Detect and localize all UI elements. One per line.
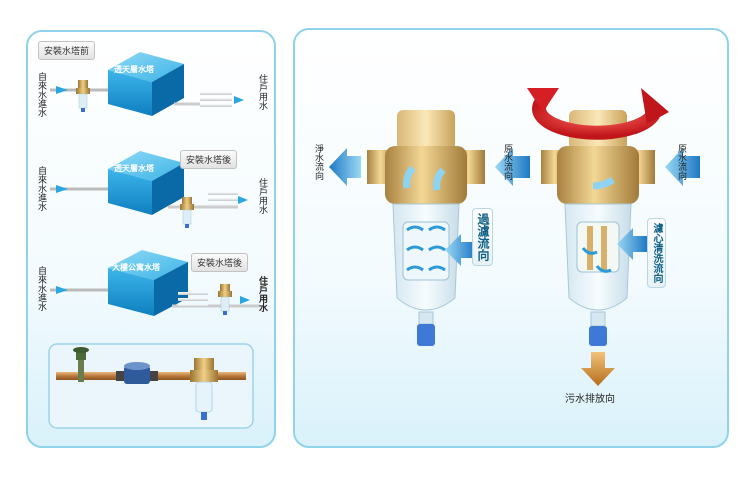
water-meter-icon xyxy=(116,362,158,384)
tank-label: 透天層水塔 xyxy=(114,65,154,74)
flow-mode-panel: 淨水流向 原水流向 過濾流向 原水流向 濾心清洗流向 污水排放向 xyxy=(293,28,729,448)
row-1-diagram xyxy=(50,52,244,116)
tank-1-top xyxy=(108,52,184,82)
drain-label: 污水排放向 xyxy=(565,394,615,405)
filter-mode-unit xyxy=(367,110,485,346)
prefilter-icon xyxy=(76,80,90,112)
prefilter-icon xyxy=(190,358,218,420)
drain-arrow-icon xyxy=(581,352,615,386)
raw-water-inlet-label: 原水流向 xyxy=(676,144,686,180)
install-position-tag: 安裝水塔前 xyxy=(38,41,96,60)
wash-mode-unit xyxy=(541,110,655,346)
wash-flow-label: 濾心清洗流向 xyxy=(647,218,666,288)
inlet-arrow-icon xyxy=(56,185,68,193)
drain-valve xyxy=(417,324,435,346)
outlet-arrow-icon xyxy=(238,196,248,204)
internal-flow-arrow-icon xyxy=(403,165,416,189)
outlet-arrow-icon xyxy=(240,296,250,304)
filter-flow-label: 過濾流向 xyxy=(472,208,493,266)
filter-flow-arrow-icon xyxy=(445,234,475,266)
installation-panel: 安裝水塔前 自來水進水 透天層水塔 住戶用水 安裝水塔後 自來水進水 透天層水塔… xyxy=(26,30,276,448)
inlet-arrow-icon xyxy=(56,286,68,294)
inlet-label: 自來水進水 xyxy=(36,166,46,211)
rotate-cap-icon xyxy=(527,88,669,140)
outlet-arrow-icon xyxy=(234,96,244,104)
raw-water-inlet-label: 原水流向 xyxy=(502,144,512,180)
outlet-label: 住戶用水 xyxy=(257,276,267,312)
install-position-tag: 安裝水塔後 xyxy=(180,150,238,169)
tank-label: 透天層水塔 xyxy=(114,164,154,173)
installation-photo xyxy=(48,343,254,429)
outlet-label: 住戶用水 xyxy=(257,74,267,110)
brass-cap xyxy=(397,110,455,150)
flow-diagrams xyxy=(329,88,700,386)
internal-flow-arrow-icon xyxy=(433,167,446,191)
filter-cartridge xyxy=(402,221,450,281)
prefilter-icon xyxy=(180,197,194,228)
outlet-label: 住戶用水 xyxy=(257,178,267,214)
row-3-diagram xyxy=(50,250,260,316)
inlet-label: 自來水進水 xyxy=(36,266,46,311)
inlet-label: 自來水進水 xyxy=(36,72,46,117)
internal-flow-arrow-icon xyxy=(592,176,615,190)
valve-icon xyxy=(73,347,89,382)
inlet-arrow-icon xyxy=(56,86,68,94)
installation-diagrams xyxy=(48,52,260,429)
brass-body xyxy=(385,146,467,204)
install-position-tag: 安裝水塔後 xyxy=(191,253,249,272)
clean-water-outlet-label: 淨水流向 xyxy=(313,144,323,180)
raw-water-inlet-arrow-icon xyxy=(665,148,700,186)
raw-water-inlet-arrow-icon xyxy=(495,148,530,186)
clean-water-outlet-arrow-icon xyxy=(329,148,361,186)
prefilter-icon xyxy=(218,284,232,315)
tank-label: 大樓公寓水塔 xyxy=(112,263,160,272)
wash-flow-arrow-icon xyxy=(617,228,647,260)
row-2-diagram xyxy=(50,151,248,228)
